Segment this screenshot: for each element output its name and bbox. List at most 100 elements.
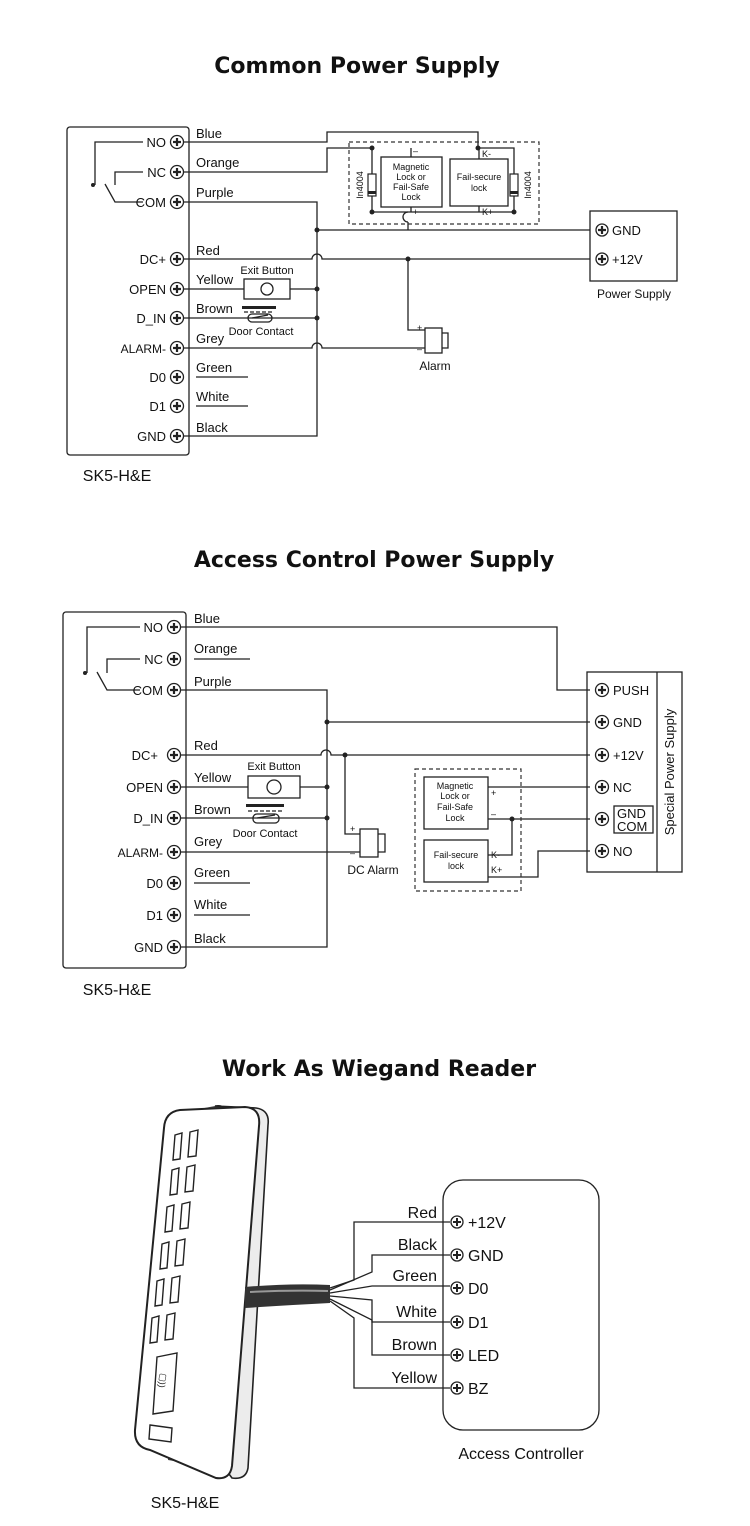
diagram-title: Access Control Power Supply xyxy=(194,548,554,573)
terminal-open: OPEN xyxy=(126,780,163,795)
wire-white: White xyxy=(194,897,227,912)
wire-yellow: Yellow xyxy=(391,1370,437,1387)
wire-grey: Grey xyxy=(196,331,225,346)
wire-blue: Blue xyxy=(196,126,222,141)
controller-label: Access Controller xyxy=(458,1446,584,1463)
wire-yellow: Yellow xyxy=(194,770,232,785)
device-name-label: SK5-H&E xyxy=(151,1495,219,1512)
magnetic-lock xyxy=(423,776,489,830)
svg-text:–: – xyxy=(417,344,422,354)
svg-text:Fail-secure: Fail-secure xyxy=(457,172,502,182)
wire-green: Green xyxy=(194,865,230,880)
terminal-gnd: GND xyxy=(137,429,166,444)
alarm-label: DC Alarm xyxy=(347,863,398,877)
diagram-title: Common Power Supply xyxy=(214,54,499,79)
terminal-com: COM xyxy=(136,195,166,210)
controller-body xyxy=(66,126,190,456)
svg-text:Lock or: Lock or xyxy=(396,172,426,182)
exit-button-label: Exit Button xyxy=(240,265,293,277)
exit-button-label: Exit Button xyxy=(247,761,300,773)
svg-text:Magnetic: Magnetic xyxy=(393,162,430,172)
fail-secure-lock xyxy=(423,839,489,883)
psu-push: PUSH xyxy=(613,683,649,698)
wire-green: Green xyxy=(393,1268,437,1285)
relay-contacts xyxy=(91,141,143,203)
controller-bz: BZ xyxy=(468,1381,489,1398)
wire-labels: Red Black Green White Brown Yellow xyxy=(391,1205,438,1387)
terminal-alarm: ALARM- xyxy=(121,342,166,356)
reader-wires xyxy=(329,1221,450,1389)
diagram-title: Work As Wiegand Reader xyxy=(222,1057,536,1082)
wire-white: White xyxy=(396,1304,437,1321)
reader-device: ((▢ xyxy=(133,1104,270,1480)
diagram-access-control-power-supply: Access Control Power Supply SK5-H&E NO N… xyxy=(62,548,683,999)
wire-red: Red xyxy=(194,738,218,753)
diagram-wiegand-reader: Work As Wiegand Reader ((▢ xyxy=(133,1057,600,1512)
svg-text:Fail-Safe: Fail-Safe xyxy=(437,802,473,812)
terminal-d1: D1 xyxy=(146,908,163,923)
wire-brown: Brown xyxy=(194,802,231,817)
diagram-common-power-supply: Common Power Supply SK5-H&E NO NC COM DC… xyxy=(66,54,678,485)
psu-12v: +12V xyxy=(613,748,644,763)
terminal-open: OPEN xyxy=(129,282,166,297)
terminal-labels: NO NC COM DC+ OPEN D_IN ALARM- D0 D1 GND xyxy=(121,135,166,444)
terminal-no: NO xyxy=(147,135,167,150)
svg-text:Magnetic: Magnetic xyxy=(437,781,474,791)
svg-text:In4004: In4004 xyxy=(523,171,533,199)
controller-led: LED xyxy=(468,1348,499,1365)
terminal-dc-plus: DC+ xyxy=(140,252,166,267)
svg-text:lock: lock xyxy=(448,861,465,871)
alarm: + – Alarm xyxy=(417,323,451,373)
svg-text:Lock or: Lock or xyxy=(440,791,470,801)
wiring xyxy=(181,626,590,948)
wire-purple: Purple xyxy=(196,185,234,200)
wire-brown: Brown xyxy=(196,301,233,316)
relay-contacts xyxy=(83,626,140,691)
svg-text:K+: K+ xyxy=(491,865,502,875)
terminal-d-in: D_IN xyxy=(133,811,163,826)
svg-text:Fail-Safe: Fail-Safe xyxy=(393,182,429,192)
terminal-d0: D0 xyxy=(149,370,166,385)
svg-text:K-: K- xyxy=(491,850,500,860)
svg-text:In4004: In4004 xyxy=(355,171,365,199)
access-controller: +12V GND D0 D1 LED BZ Access Controller xyxy=(442,1179,600,1463)
wire-blue: Blue xyxy=(194,611,220,626)
svg-text:–: – xyxy=(413,146,418,156)
dc-alarm: + – DC Alarm xyxy=(347,824,398,877)
wire-purple: Purple xyxy=(194,674,232,689)
wire-brown: Brown xyxy=(392,1337,437,1354)
special-power-supply: Special Power Supply PUSH GND +12V NC GN… xyxy=(586,671,683,873)
psu-nc: NC xyxy=(613,780,632,795)
device-name-label: SK5-H&E xyxy=(83,982,151,999)
exit-button: Exit Button xyxy=(247,761,301,799)
svg-text:–: – xyxy=(491,809,496,819)
door-contact-label: Door Contact xyxy=(233,828,298,840)
terminal-dc-plus: DC+ xyxy=(132,748,158,763)
lock-group: Magnetic Lock or Fail-Safe Lock + – Fail… xyxy=(414,768,522,892)
wire-black: Black xyxy=(398,1237,438,1254)
terminal-gnd: GND xyxy=(134,940,163,955)
terminal-d1: D1 xyxy=(149,399,166,414)
wire-grey: Grey xyxy=(194,834,223,849)
terminal-com: COM xyxy=(133,683,163,698)
wire-black: Black xyxy=(196,420,228,435)
svg-text:+: + xyxy=(417,323,422,333)
psu-label: Power Supply xyxy=(597,287,671,301)
controller-d1: D1 xyxy=(468,1315,489,1332)
cable xyxy=(245,1284,330,1308)
svg-text:Lock: Lock xyxy=(401,192,421,202)
svg-text:K-: K- xyxy=(482,149,491,159)
alarm-label: Alarm xyxy=(419,359,450,373)
psu-gnd-2: GND xyxy=(617,806,646,821)
door-contact: Door Contact xyxy=(233,804,298,840)
controller-body xyxy=(62,611,187,969)
exit-button: Exit Button xyxy=(240,265,294,300)
wire-orange: Orange xyxy=(196,155,239,170)
controller-12v: +12V xyxy=(468,1215,506,1232)
psu-gnd: GND xyxy=(612,223,641,238)
psu-com: COM xyxy=(617,819,647,834)
psu-gnd: GND xyxy=(613,715,642,730)
controller-d0: D0 xyxy=(468,1281,489,1298)
power-supply: GND +12V Power Supply xyxy=(589,210,678,301)
